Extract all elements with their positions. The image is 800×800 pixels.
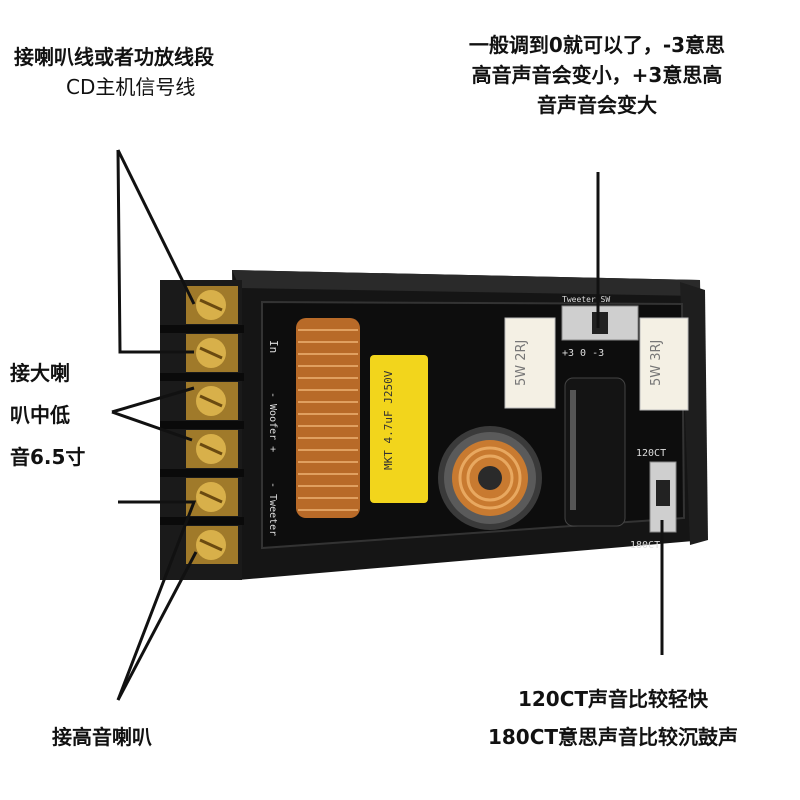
annotation-terminal-input: 接喇叭线或者功放线段 CD主机信号线 (14, 42, 214, 102)
tweeter-switch-scale: +3 0 -3 (562, 348, 604, 359)
annotation-terminal-input-line2: CD主机信号线 (66, 75, 196, 99)
annotation-tweeter: 接高音喇叭 (52, 722, 152, 752)
annotation-terminal-input-line1: 接喇叭线或者功放线段 (14, 45, 214, 69)
annotation-tweeter-text: 接高音喇叭 (52, 725, 152, 749)
tweeter-label: - Tweeter (267, 482, 278, 536)
yellow-capacitor (370, 355, 428, 503)
capacitor-text: MKT 4.7uF J250V (382, 370, 395, 470)
ct-switch-knob[interactable] (656, 480, 670, 506)
resistor-left (504, 317, 556, 409)
in-label: In (267, 340, 280, 353)
resistor-left-text: 5W 2RJ (514, 340, 529, 386)
annotation-tweeter-switch-line2: 高音声音会变小，+3意思高 (471, 63, 723, 87)
annotation-ct-switch: 120CT声音比较轻快 180CT意思声音比较沉鼓声 (438, 680, 788, 756)
annotation-tweeter-switch: 一般调到0就可以了，-3意思 高音声音会变小，+3意思高 音声音会变大 (402, 30, 792, 120)
annotation-woofer-line1: 接大喇 (10, 361, 70, 385)
inductor-coil (296, 318, 360, 518)
annotation-tweeter-switch-line3: 音声音会变大 (537, 93, 657, 117)
annotation-woofer-line3: 音6.5寸 (10, 445, 86, 469)
resistor-right-text: 5W 3RJ (649, 340, 664, 386)
annotation-ct-switch-line1: 120CT声音比较轻快 (517, 687, 709, 711)
annotation-woofer: 接大喇 叭中低 音6.5寸 (10, 352, 85, 478)
callout-lines (111, 149, 664, 701)
ct-switch-top: 120CT (636, 448, 666, 459)
housing-top-edge (232, 270, 700, 296)
annotation-tweeter-switch-line1: 一般调到0就可以了，-3意思 (468, 33, 726, 57)
resistor-right (639, 317, 689, 411)
air-core-coil (438, 426, 542, 530)
woofer-label: - Woofer + (267, 392, 278, 452)
annotation-ct-switch-line2: 180CT意思声音比较沉鼓声 (487, 725, 739, 749)
electrolytic-capacitor (564, 377, 626, 527)
tweeter-switch-knob[interactable] (592, 312, 608, 334)
annotation-woofer-line2: 叭中低 (10, 403, 70, 427)
ct-switch-bottom: 180CT (630, 540, 660, 551)
terminal-screws (160, 286, 244, 564)
tweeter-switch-label: Tweeter SW (562, 295, 610, 304)
